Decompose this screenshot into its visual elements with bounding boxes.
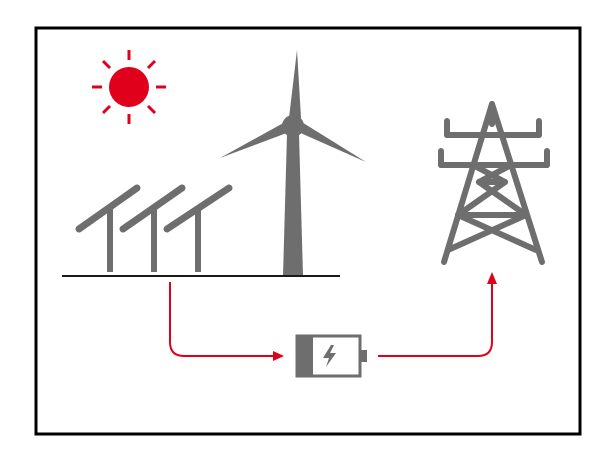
diagram-frame <box>34 26 582 436</box>
wind-turbine-icon <box>220 50 366 276</box>
power-tower-icon <box>438 101 550 265</box>
battery-icon <box>295 334 367 378</box>
arrow-icon <box>378 272 497 357</box>
solar-panel-icon <box>75 184 233 272</box>
sun-icon <box>92 50 166 124</box>
arrow-icon <box>169 282 284 361</box>
